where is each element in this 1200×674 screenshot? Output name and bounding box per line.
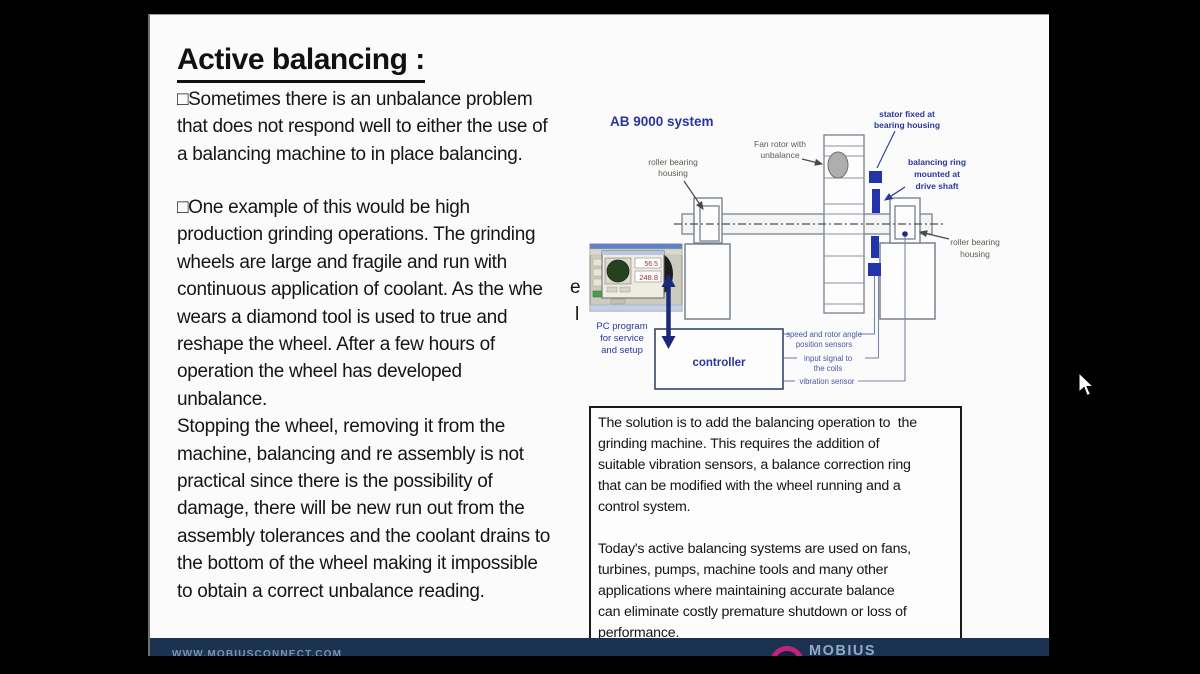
paragraph-bullet-1: □Sometimes there is an unbalance problem…: [177, 86, 548, 168]
text-line: damage, there will be new run out from t…: [177, 498, 525, 520]
text-line: the bottom of the wheel making it imposs…: [177, 553, 538, 575]
stator-pointer-line: [876, 130, 896, 169]
right-bearing-label-line1: roller bearing: [950, 237, 1000, 247]
pc-label-line1: PC program: [596, 321, 647, 332]
paragraph-gap: [598, 518, 953, 539]
text-line: that can be modified with the wheel runn…: [598, 478, 901, 494]
text-line: a balancing machine to in place balancin…: [177, 143, 523, 165]
text-line: that does not respond well to either the…: [177, 116, 548, 138]
letterbox-strip: [0, 656, 1200, 674]
text-line: wears a diamond tool is used to true and: [177, 306, 508, 328]
text-line: control system.: [598, 499, 691, 515]
text-line: machine, balancing and re assembly is no…: [177, 443, 524, 465]
ab9000-diagram: controller 56.5 248.8: [589, 109, 1000, 390]
text-line: grinding machine. This requires the addi…: [598, 436, 880, 452]
ring-label-line2: mounted at: [914, 169, 960, 179]
left-bearing-label-line1: roller bearing: [648, 157, 698, 167]
text-line: Today's active balancing systems are use…: [598, 541, 911, 557]
controller-box: [654, 328, 784, 390]
fan-label-line1: Fan rotor with: [754, 139, 806, 149]
controller-label: controller: [692, 357, 746, 369]
text-line: operation the wheel has developed: [177, 361, 462, 383]
sensor2-label-line2: the coils: [814, 364, 843, 373]
text-line: production grinding operations. The grin…: [177, 224, 536, 246]
text-line: practical since there is the possibility…: [177, 471, 493, 493]
left-bearing-label-line2: housing: [658, 168, 688, 178]
overflow-char-e: e: [570, 277, 581, 298]
text-line: to obtain a correct unbalance reading.: [177, 580, 485, 602]
ring-pointer-arrow: [883, 186, 906, 201]
text-line: assembly tolerances and the coolant drai…: [177, 525, 551, 547]
text-line: □Sometimes there is an unbalance problem: [177, 89, 533, 110]
text-line: reshape the wheel. After a few hours of: [177, 334, 495, 356]
stator-label-line1: stator fixed at: [879, 109, 935, 119]
text-line: Stopping the wheel, removing it from the: [177, 416, 506, 438]
balancing-ring-coils: [868, 171, 882, 276]
text-line: suitable vibration sensors, a balance co…: [598, 457, 911, 473]
text-line: applications where maintaining accurate …: [598, 583, 895, 599]
text-line: unbalance.: [177, 388, 267, 410]
pc-label-line2: for service: [600, 333, 644, 344]
paragraph-bullet-2: □One example of this would be high produ…: [177, 194, 550, 605]
page-title: Active balancing :: [177, 43, 425, 83]
pc-value-bottom: 248.8: [639, 273, 658, 282]
unbalance-mass: [827, 151, 849, 179]
fan-label-line2: unbalance: [760, 150, 800, 160]
ring-label-line3: drive shaft: [916, 181, 959, 191]
text-line: □One example of this would be high: [177, 197, 470, 218]
stator-label-line2: bearing housing: [874, 120, 940, 130]
right-bearing-label-line2: housing: [960, 249, 990, 259]
fan-pointer-arrow: [801, 158, 824, 166]
sensor-wires: [782, 237, 906, 382]
mouse-cursor-icon: [1078, 372, 1095, 397]
left-bearing-pointer-arrow: [683, 180, 704, 210]
ring-label-line1: balancing ring: [908, 157, 966, 167]
text-line: continuous application of coolant. As th…: [177, 279, 543, 301]
text-line: turbines, pumps, machine tools and many …: [598, 562, 888, 578]
sensor2-label-line1: input signal to: [804, 354, 853, 363]
left-pedestal: [684, 243, 731, 320]
pc-label-line3: and setup: [601, 345, 643, 356]
sensor3-label: vibration sensor: [799, 377, 854, 386]
right-pedestal: [879, 242, 936, 320]
text-line: can eliminate costly premature shutdown …: [598, 604, 907, 620]
slide: Active balancing : □Sometimes there is a…: [148, 14, 1049, 674]
system-label: AB 9000 system: [610, 114, 714, 129]
text-line: wheels are large and fragile and run wit…: [177, 251, 507, 273]
brand-name: MOBIUS: [809, 643, 876, 659]
text-line: performance.: [598, 625, 680, 641]
pc-value-top: 56.5: [644, 261, 658, 268]
solution-box: The solution is to add the balancing ope…: [589, 406, 962, 660]
sensor1-label-line1: speed and rotor angle: [786, 330, 862, 339]
pc-controller-arrow: [661, 274, 676, 349]
overflow-char-l: l: [575, 304, 580, 325]
sensor1-label-line2: position sensors: [796, 340, 852, 349]
footer-url: WWW.MOBIUSCONNECT.COM: [172, 649, 343, 660]
text-line: The solution is to add the balancing ope…: [598, 415, 917, 431]
right-bearing-pointer-arrow: [918, 230, 950, 240]
left-bearing-housing: [693, 197, 723, 244]
right-bearing-housing: [889, 197, 921, 244]
